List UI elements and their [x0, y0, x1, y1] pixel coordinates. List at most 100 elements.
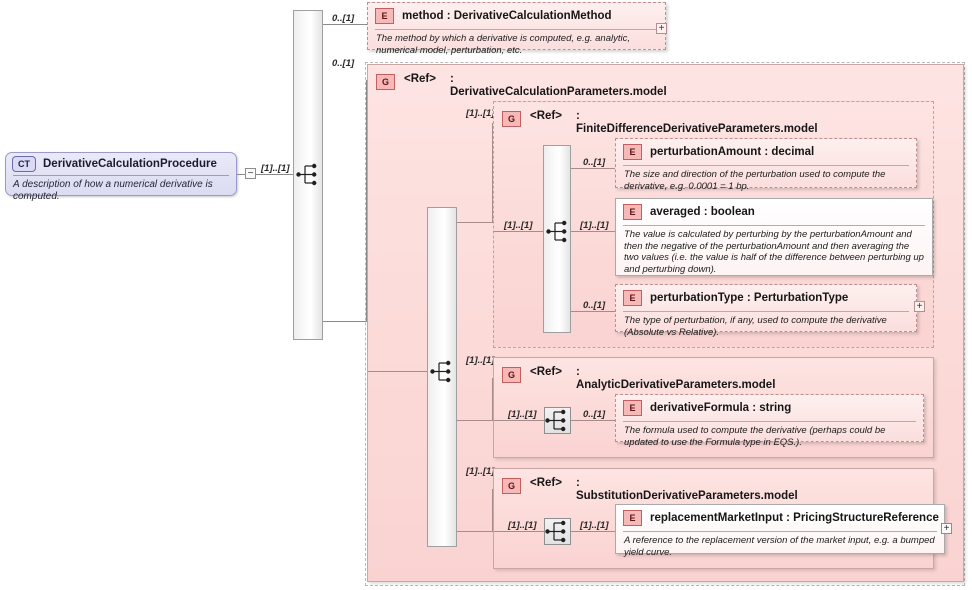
complex-type-header: CT DerivativeCalculationProcedure	[6, 153, 236, 175]
element-perturbation-type[interactable]: E perturbationType : PerturbationType Th…	[615, 284, 917, 338]
connector-sequence-to-averaged	[571, 231, 615, 232]
element-perturbation-type-label: perturbationType : PerturbationType	[650, 292, 849, 304]
element-averaged-description: The value is calculated by perturbing by…	[624, 229, 924, 275]
complex-type-description: A description of how a numerical derivat…	[13, 179, 213, 202]
group-header: G <Ref> : SubstitutionDerivativeParamete…	[494, 469, 933, 503]
element-derivative-formula-header: E derivativeFormula : string	[616, 395, 923, 419]
expand-toggle-replacement-market-input[interactable]: +	[941, 523, 952, 534]
cardinality-analytic-sequence: [1]..[1]	[508, 409, 537, 420]
cardinality-substitution-sequence: [1]..[1]	[508, 520, 537, 531]
element-perturbation-type-header: E perturbationType : PerturbationType	[616, 285, 916, 309]
element-method[interactable]: E method : DerivativeCalculationMethod T…	[367, 2, 666, 56]
group-ref-label: <Ref>	[404, 73, 436, 85]
parameters-model-outer-boundary	[365, 62, 965, 586]
choice-compositor-icon[interactable]	[430, 360, 455, 383]
connector-collapse-to-bar	[256, 174, 294, 175]
cardinality-params-model: 0..[1]	[332, 58, 355, 69]
connector-root-to-params-model	[323, 321, 367, 322]
sequence-compositor-icon[interactable]	[546, 220, 571, 243]
collapse-toggle-root[interactable]: −	[245, 168, 256, 179]
element-derivative-formula[interactable]: E derivativeFormula : string The formula…	[615, 394, 924, 448]
cardinality-replacement-market-input: [1]..[1]	[580, 520, 609, 531]
expand-toggle-method[interactable]: +	[656, 23, 667, 34]
cardinality-perturbation-amount: 0..[1]	[583, 157, 606, 168]
element-derivative-formula-label: derivativeFormula : string	[650, 402, 792, 414]
element-perturbation-amount[interactable]: E perturbationAmount : decimal The size …	[615, 138, 917, 192]
connector-choice-to-finite-difference	[457, 222, 493, 223]
divider	[623, 165, 909, 166]
group-type-label: : SubstitutionDerivativeParameters.model	[575, 477, 798, 502]
connector-analytic-group-to-sequence	[494, 420, 544, 421]
expand-toggle-perturbation-type[interactable]: +	[914, 301, 925, 312]
element-badge-icon: E	[623, 400, 642, 416]
divider	[375, 29, 658, 30]
connector-substitution-vertical	[492, 489, 493, 532]
divider	[623, 531, 937, 532]
element-method-header: E method : DerivativeCalculationMethod	[368, 3, 665, 27]
element-perturbation-type-description: The type of perturbation, if any, used t…	[624, 315, 887, 338]
divider	[623, 311, 909, 312]
group-ref-label: <Ref>	[530, 110, 562, 122]
complex-type-derivative-calculation-procedure[interactable]: CT DerivativeCalculationProcedure A desc…	[5, 152, 237, 202]
connector-ct-to-collapse	[237, 174, 245, 175]
element-derivative-formula-description: The formula used to compute the derivati…	[624, 425, 886, 448]
cardinality-finite-difference: [1]..[1]	[466, 108, 495, 119]
cardinality-root: [1]..[1]	[261, 163, 290, 174]
element-replacement-market-input-description: A reference to the replacement version o…	[624, 535, 935, 558]
element-method-label: method : DerivativeCalculationMethod	[402, 10, 612, 22]
group-header: G <Ref> : DerivativeCalculationParameter…	[368, 65, 963, 99]
connector-sequence-to-perturbation-type	[571, 311, 615, 312]
element-badge-icon: E	[623, 290, 642, 306]
connector-substitution-group-to-sequence	[494, 531, 544, 532]
element-averaged-label: averaged : boolean	[650, 206, 755, 218]
element-method-description: The method by which a derivative is comp…	[376, 33, 630, 56]
group-header: G <Ref> : AnalyticDerivativeParameters.m…	[494, 358, 933, 392]
params-choice-bar[interactable]	[427, 207, 457, 547]
sequence-compositor-icon[interactable]	[545, 409, 570, 432]
group-badge-icon: G	[502, 111, 521, 127]
connector-params-group-to-choice	[368, 371, 427, 372]
finite-difference-sequence-bar[interactable]	[543, 145, 571, 333]
cardinality-derivative-formula: 0..[1]	[583, 409, 606, 420]
group-header: G <Ref> : FiniteDifferenceDerivativePara…	[494, 102, 933, 136]
sequence-compositor-icon[interactable]	[545, 520, 570, 543]
cardinality-analytic: [1]..[1]	[466, 355, 495, 366]
connector-finite-difference-group-to-sequence	[494, 231, 543, 232]
group-badge-icon: G	[376, 74, 395, 90]
choice-compositor-icon[interactable]	[296, 163, 321, 186]
cardinality-finite-difference-sequence: [1]..[1]	[504, 220, 533, 231]
connector-root-to-params-model-vertical	[366, 80, 367, 322]
group-type-label: : AnalyticDerivativeParameters.model	[575, 366, 776, 391]
cardinality-averaged: [1]..[1]	[580, 220, 609, 231]
connector-analytic-sequence-to-formula	[571, 420, 615, 421]
divider	[13, 175, 229, 176]
group-ref-label: <Ref>	[530, 366, 562, 378]
group-badge-icon: G	[502, 367, 521, 383]
group-type-label: : DerivativeCalculationParameters.model	[449, 73, 667, 98]
connector-root-to-method	[323, 24, 367, 25]
complex-type-badge-icon: CT	[12, 156, 36, 172]
element-badge-icon: E	[623, 510, 642, 526]
element-replacement-market-input-label: replacementMarketInput : PricingStructur…	[650, 512, 939, 524]
cardinality-substitution: [1]..[1]	[466, 466, 495, 477]
connector-sequence-to-perturbation-amount	[571, 168, 615, 169]
element-perturbation-amount-description: The size and direction of the perturbati…	[624, 169, 886, 192]
element-averaged-header: E averaged : boolean	[616, 199, 932, 223]
divider	[623, 225, 925, 226]
group-type-label: : FiniteDifferenceDerivativeParameters.m…	[575, 110, 818, 135]
element-replacement-market-input[interactable]: E replacementMarketInput : PricingStruct…	[615, 504, 945, 558]
connector-choice-to-analytic	[457, 420, 493, 421]
connector-substitution-sequence-to-market-input	[571, 531, 615, 532]
element-replacement-market-input-header: E replacementMarketInput : PricingStruct…	[616, 505, 944, 529]
element-badge-icon: E	[375, 8, 394, 24]
element-perturbation-amount-header: E perturbationAmount : decimal	[616, 139, 916, 163]
element-perturbation-amount-label: perturbationAmount : decimal	[650, 146, 815, 158]
cardinality-method: 0..[1]	[332, 13, 355, 24]
group-ref-label: <Ref>	[530, 477, 562, 489]
cardinality-perturbation-type: 0..[1]	[583, 300, 606, 311]
element-averaged[interactable]: E averaged : boolean The value is calcul…	[615, 198, 933, 276]
element-badge-icon: E	[623, 204, 642, 220]
group-badge-icon: G	[502, 478, 521, 494]
connector-finite-difference-vertical	[492, 123, 493, 223]
element-badge-icon: E	[623, 144, 642, 160]
